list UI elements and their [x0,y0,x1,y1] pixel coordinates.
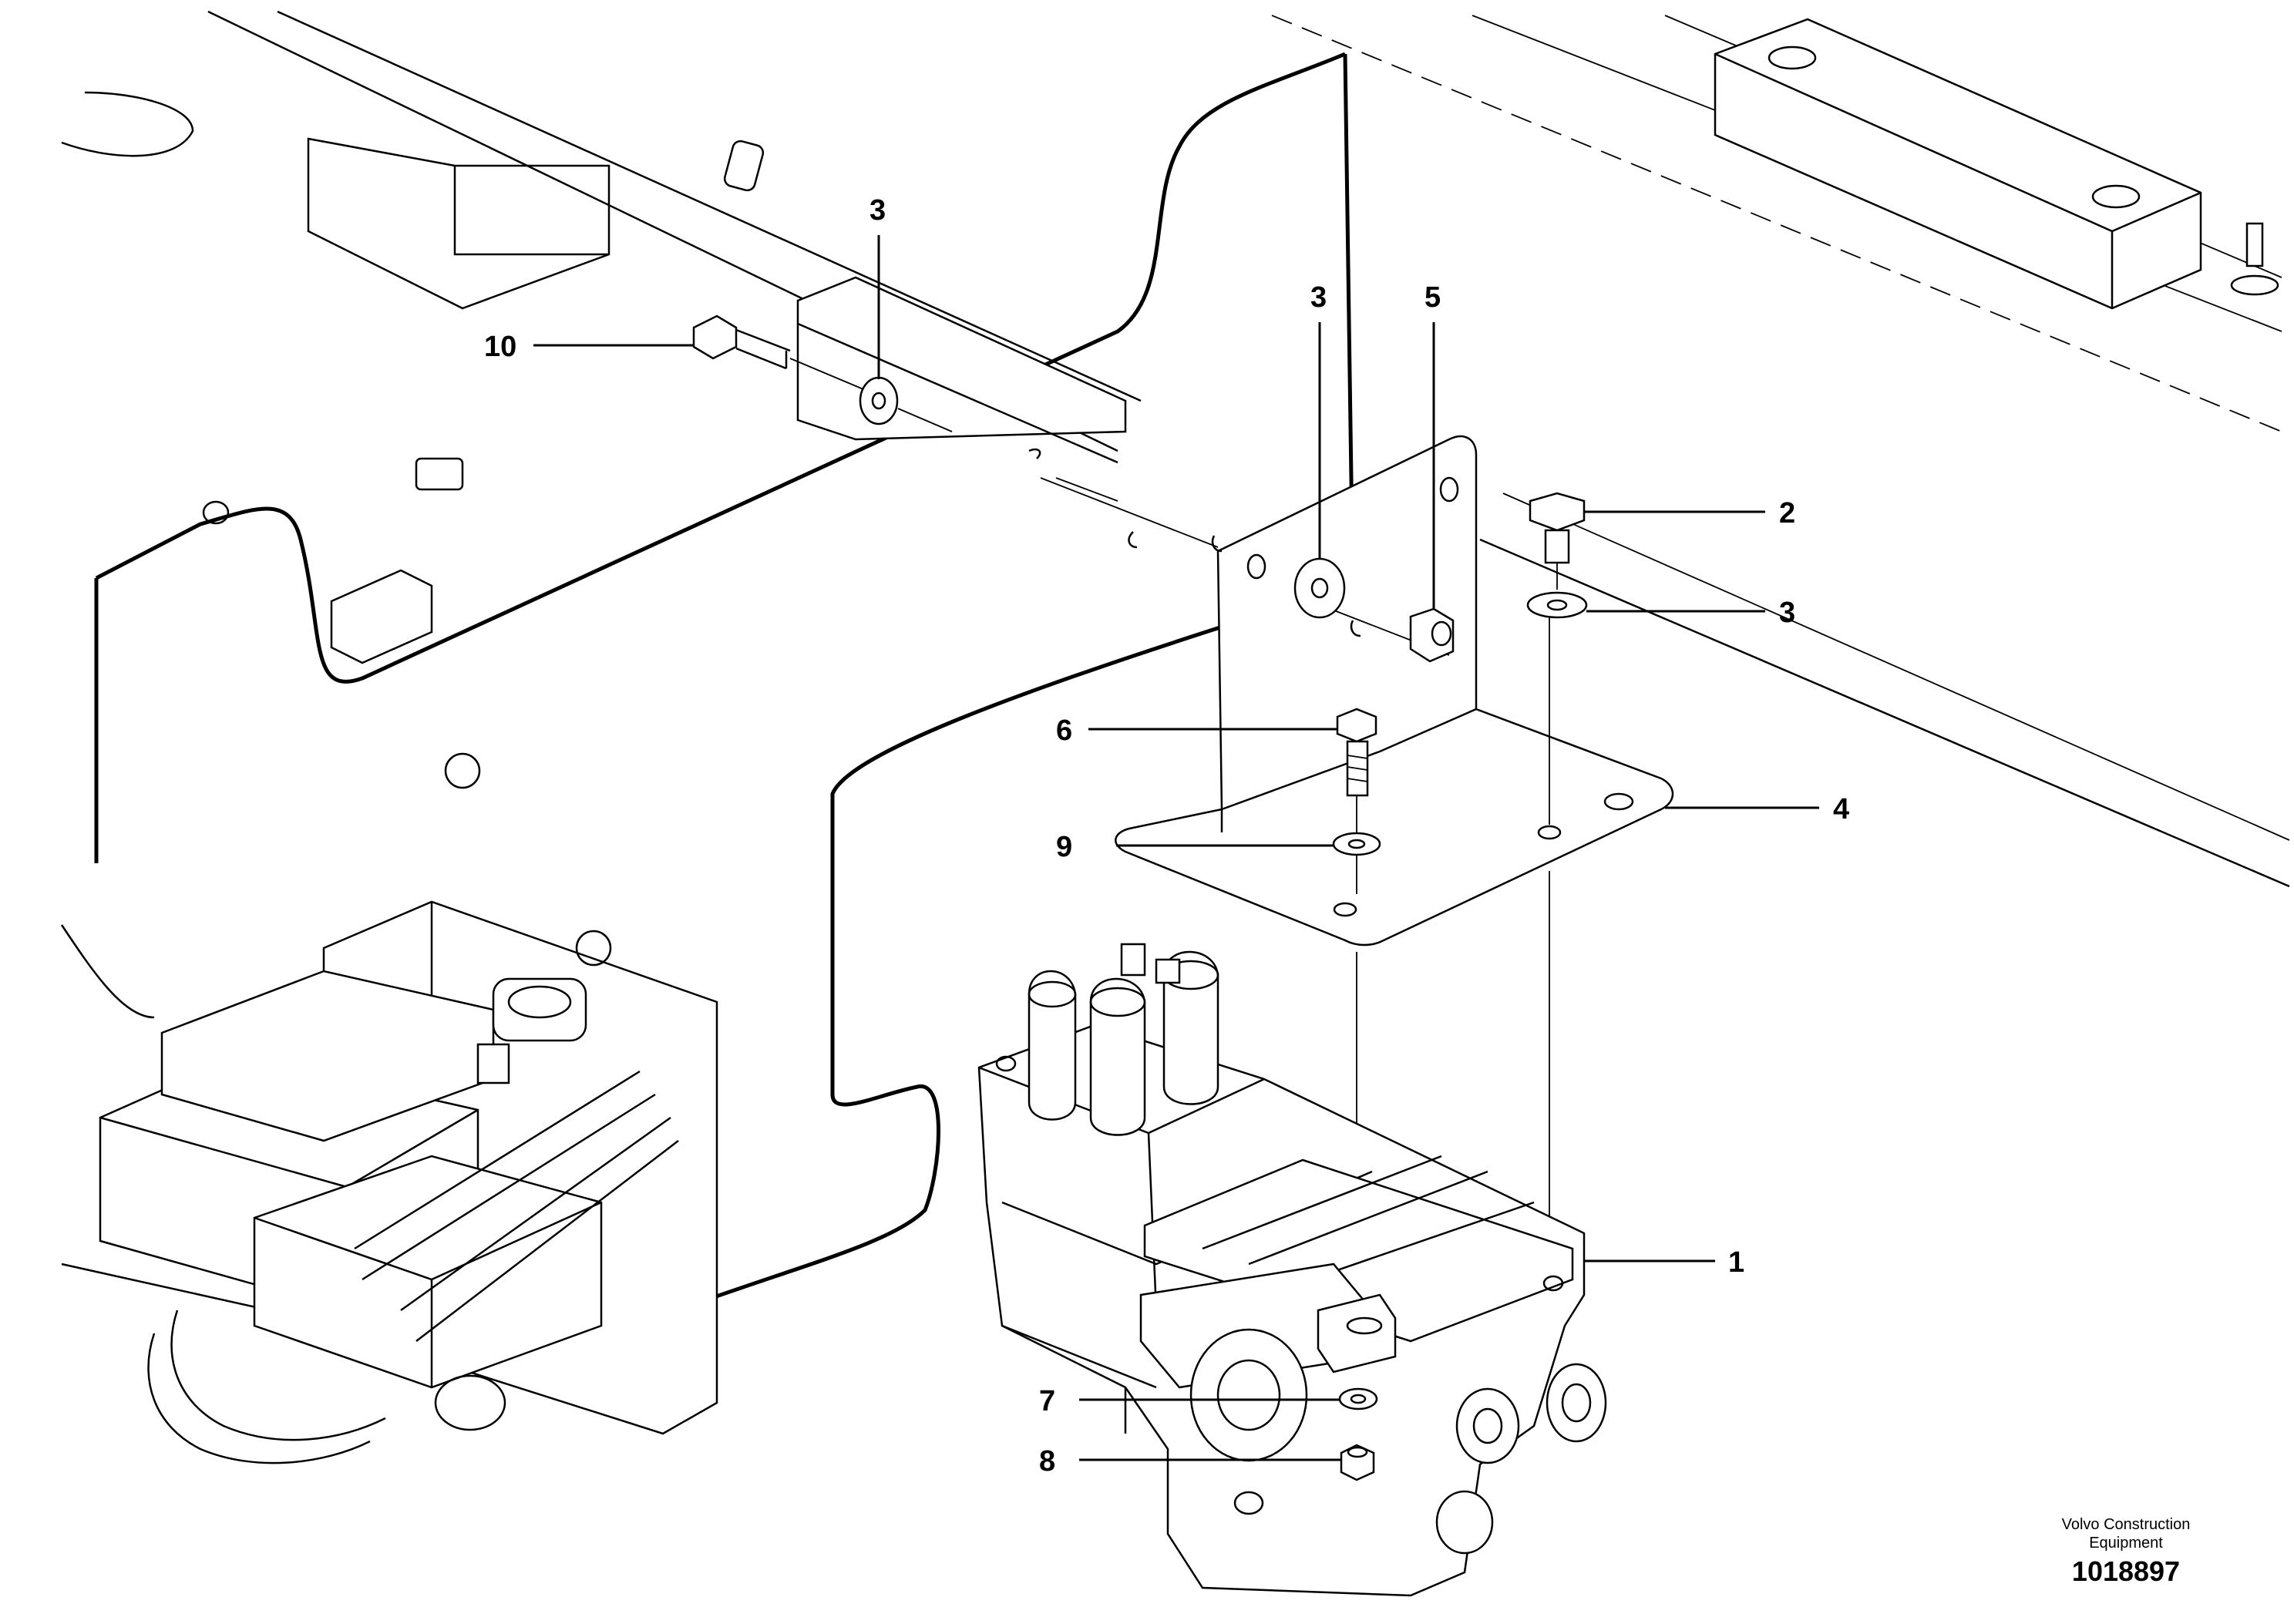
callout-5: 5 [1424,281,1441,314]
background-rails [1271,15,2290,888]
bolt-10-assembly [692,314,1118,502]
control-valve-1 [977,943,1607,1597]
leader-lines [533,235,1819,1461]
washer-7-and-nut-8 [1338,1387,1378,1481]
callout-1: 1 [1728,1246,1744,1279]
washer-3-and-nut-5 [1293,557,1455,663]
callout-7: 7 [1039,1385,1055,1417]
callout-2: 2 [1779,497,1795,530]
spacer-block [796,276,1127,464]
callout-8: 8 [1039,1445,1055,1478]
l-bracket-4 [1040,435,1674,946]
bolt-6-assembly [1332,708,1381,1310]
callout-labels: 10 3 3 5 2 3 6 4 9 1 7 8 [484,194,1849,1478]
lower-left-frame [60,457,1354,1464]
callout-10: 10 [484,331,516,363]
manufacturer-credit: Volvo Construction Equipment [2061,1516,2191,1552]
upper-frame [61,10,1355,863]
drawing-number: 1018897 [2071,1555,2181,1587]
callout-3-washer-bracket: 3 [1310,281,1327,314]
callout-6: 6 [1056,714,1072,747]
callout-9: 9 [1056,831,1072,863]
bolt-2-assembly [1526,492,1588,1241]
callout-4: 4 [1833,793,1849,825]
callout-3-washer-right: 3 [1779,597,1795,629]
callout-3-washer-top: 3 [870,194,886,227]
